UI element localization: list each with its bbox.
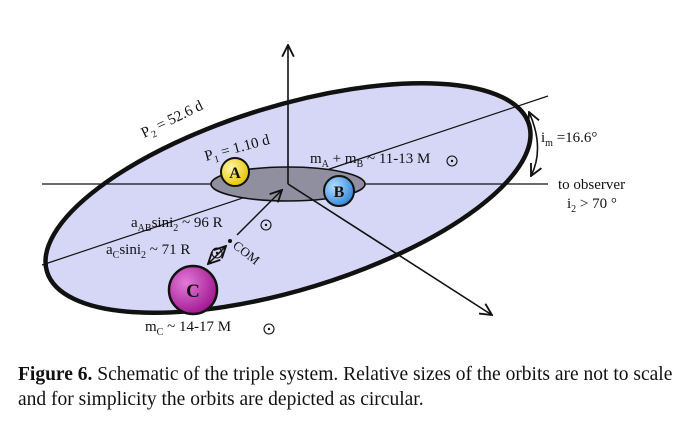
a-ab-arrow xyxy=(236,190,282,236)
star-c-label: C xyxy=(186,281,200,302)
solar-symbol-icon xyxy=(260,219,272,231)
star-c: C xyxy=(167,264,219,316)
mass-ab-label: mA + mB ~ 11-13 M xyxy=(310,151,430,170)
figure-caption-text: Schematic of the triple system. Relative… xyxy=(18,364,673,410)
star-a: A xyxy=(220,157,250,187)
a-c-label: aCsini2 ~ 71 R xyxy=(106,242,190,261)
star-b-label: B xyxy=(334,184,345,201)
mass-c-label: mC ~ 14-17 M xyxy=(145,319,231,338)
inclination-arc-arrow xyxy=(529,112,538,176)
solar-symbol-icon xyxy=(263,323,275,335)
diagonal-axis-arrow xyxy=(287,183,492,315)
i2-label: i2 > 70 ° xyxy=(567,196,617,215)
figure-caption: Figure 6. Schematic of the triple system… xyxy=(18,362,673,412)
figure-caption-label: Figure 6. xyxy=(18,364,93,385)
im-label: im =16.6° xyxy=(541,130,597,149)
solar-symbol-icon xyxy=(211,247,223,259)
solar-symbol-icon xyxy=(446,155,458,167)
a-c-arrow xyxy=(208,246,226,264)
to-observer-label: to observer xyxy=(558,177,625,193)
star-b: B xyxy=(323,175,355,207)
com-point xyxy=(228,239,232,243)
a-ab-label: aABsini2 ~ 96 R xyxy=(131,215,223,234)
star-a-label: A xyxy=(229,165,241,182)
